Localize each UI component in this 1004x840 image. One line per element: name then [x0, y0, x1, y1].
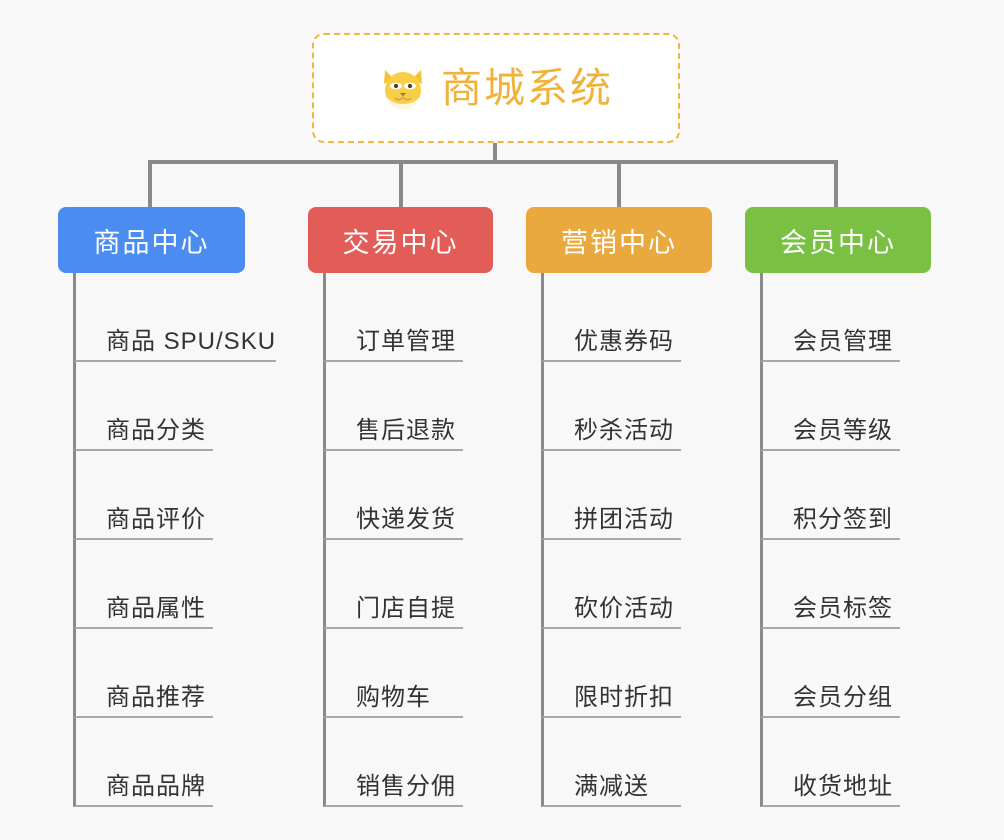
leaf-item-label: 购物车 — [356, 684, 431, 712]
connector-drop-1 — [399, 160, 403, 207]
root-title: 商城系统 — [441, 64, 613, 111]
category-header-2[interactable]: 营销中心 — [526, 207, 712, 273]
leaf-item[interactable]: 销售分佣 — [323, 718, 463, 807]
leaf-item-label: 商品分类 — [106, 417, 206, 445]
leaf-item-label: 拼团活动 — [574, 506, 674, 534]
category-column-0: 商品中心商品 SPU/SKU 商品分类商品评价商品属性商品推荐商品品牌 — [58, 207, 277, 807]
leaf-item-label: 限时折扣 — [574, 684, 674, 712]
leaf-item[interactable]: 会员管理 — [760, 273, 900, 362]
leaf-item-label: 商品品牌 — [106, 773, 206, 801]
leaf-list-2: 优惠券码秒杀活动拼团活动砍价活动限时折扣满减送 — [541, 273, 712, 807]
leaf-item[interactable]: 秒杀活动 — [541, 362, 681, 451]
connector-root-stem — [493, 143, 497, 163]
category-column-2: 营销中心优惠券码秒杀活动拼团活动砍价活动限时折扣满减送 — [526, 207, 712, 807]
leaf-item-label: 快递发货 — [356, 506, 456, 534]
shiba-dog-face-icon — [379, 66, 427, 110]
category-header-0[interactable]: 商品中心 — [58, 207, 245, 273]
connector-drop-0 — [148, 160, 152, 207]
leaf-item-label: 订单管理 — [356, 328, 456, 356]
category-header-label: 交易中心 — [342, 227, 459, 258]
leaf-item-label: 收货地址 — [793, 773, 893, 801]
leaf-list-1: 订单管理售后退款快递发货门店自提购物车销售分佣 — [323, 273, 493, 807]
leaf-item[interactable]: 商品评价 — [73, 451, 213, 540]
leaf-item[interactable]: 商品品牌 — [73, 718, 213, 807]
connector-horizontal-bus — [148, 160, 834, 164]
leaf-item[interactable]: 订单管理 — [323, 273, 463, 362]
category-header-label: 营销中心 — [561, 227, 677, 258]
leaf-item[interactable]: 满减送 — [541, 718, 681, 807]
root-node[interactable]: 商城系统 — [312, 33, 680, 143]
leaf-item[interactable]: 会员标签 — [760, 540, 900, 629]
leaf-item-label: 会员标签 — [793, 595, 893, 623]
connector-drop-2 — [617, 160, 621, 207]
connector-drop-3 — [834, 160, 838, 207]
leaf-item[interactable]: 商品推荐 — [73, 629, 213, 718]
leaf-item-label: 优惠券码 — [574, 328, 674, 356]
leaf-item[interactable]: 砍价活动 — [541, 540, 681, 629]
category-header-label: 商品中心 — [93, 227, 210, 258]
category-header-label: 会员中心 — [780, 227, 896, 258]
leaf-item[interactable]: 购物车 — [323, 629, 463, 718]
leaf-item-label: 商品评价 — [106, 506, 206, 534]
category-column-1: 交易中心订单管理售后退款快递发货门店自提购物车销售分佣 — [308, 207, 493, 807]
leaf-item-label: 门店自提 — [356, 595, 456, 623]
leaf-item[interactable]: 会员等级 — [760, 362, 900, 451]
leaf-item-label: 会员分组 — [793, 684, 893, 712]
leaf-item-label: 售后退款 — [356, 417, 456, 445]
leaf-item-label: 销售分佣 — [356, 773, 456, 801]
leaf-item-label: 积分签到 — [793, 506, 893, 534]
leaf-item[interactable]: 优惠券码 — [541, 273, 681, 362]
leaf-item[interactable]: 拼团活动 — [541, 451, 681, 540]
category-column-3: 会员中心会员管理会员等级积分签到会员标签会员分组收货地址 — [745, 207, 931, 807]
category-header-1[interactable]: 交易中心 — [308, 207, 493, 273]
leaf-item[interactable]: 门店自提 — [323, 540, 463, 629]
leaf-item[interactable]: 收货地址 — [760, 718, 900, 807]
leaf-item-label: 满减送 — [574, 773, 649, 801]
leaf-item[interactable]: 商品 SPU/SKU — [73, 273, 277, 362]
leaf-list-0: 商品 SPU/SKU 商品分类商品评价商品属性商品推荐商品品牌 — [73, 273, 277, 807]
leaf-item-label: 砍价活动 — [574, 595, 674, 623]
leaf-item[interactable]: 限时折扣 — [541, 629, 681, 718]
leaf-item[interactable]: 商品分类 — [73, 362, 213, 451]
leaf-item-label: 商品 SPU/SKU — [106, 328, 277, 356]
leaf-item-label: 会员等级 — [793, 417, 893, 445]
leaf-item-label: 商品属性 — [106, 595, 206, 623]
leaf-item[interactable]: 积分签到 — [760, 451, 900, 540]
leaf-item[interactable]: 商品属性 — [73, 540, 213, 629]
leaf-item-label: 会员管理 — [793, 328, 893, 356]
leaf-item[interactable]: 会员分组 — [760, 629, 900, 718]
leaf-item[interactable]: 售后退款 — [323, 362, 463, 451]
leaf-item[interactable]: 快递发货 — [323, 451, 463, 540]
leaf-list-3: 会员管理会员等级积分签到会员标签会员分组收货地址 — [760, 273, 931, 807]
category-header-3[interactable]: 会员中心 — [745, 207, 931, 273]
leaf-item-label: 商品推荐 — [106, 684, 206, 712]
leaf-item-label: 秒杀活动 — [574, 417, 674, 445]
